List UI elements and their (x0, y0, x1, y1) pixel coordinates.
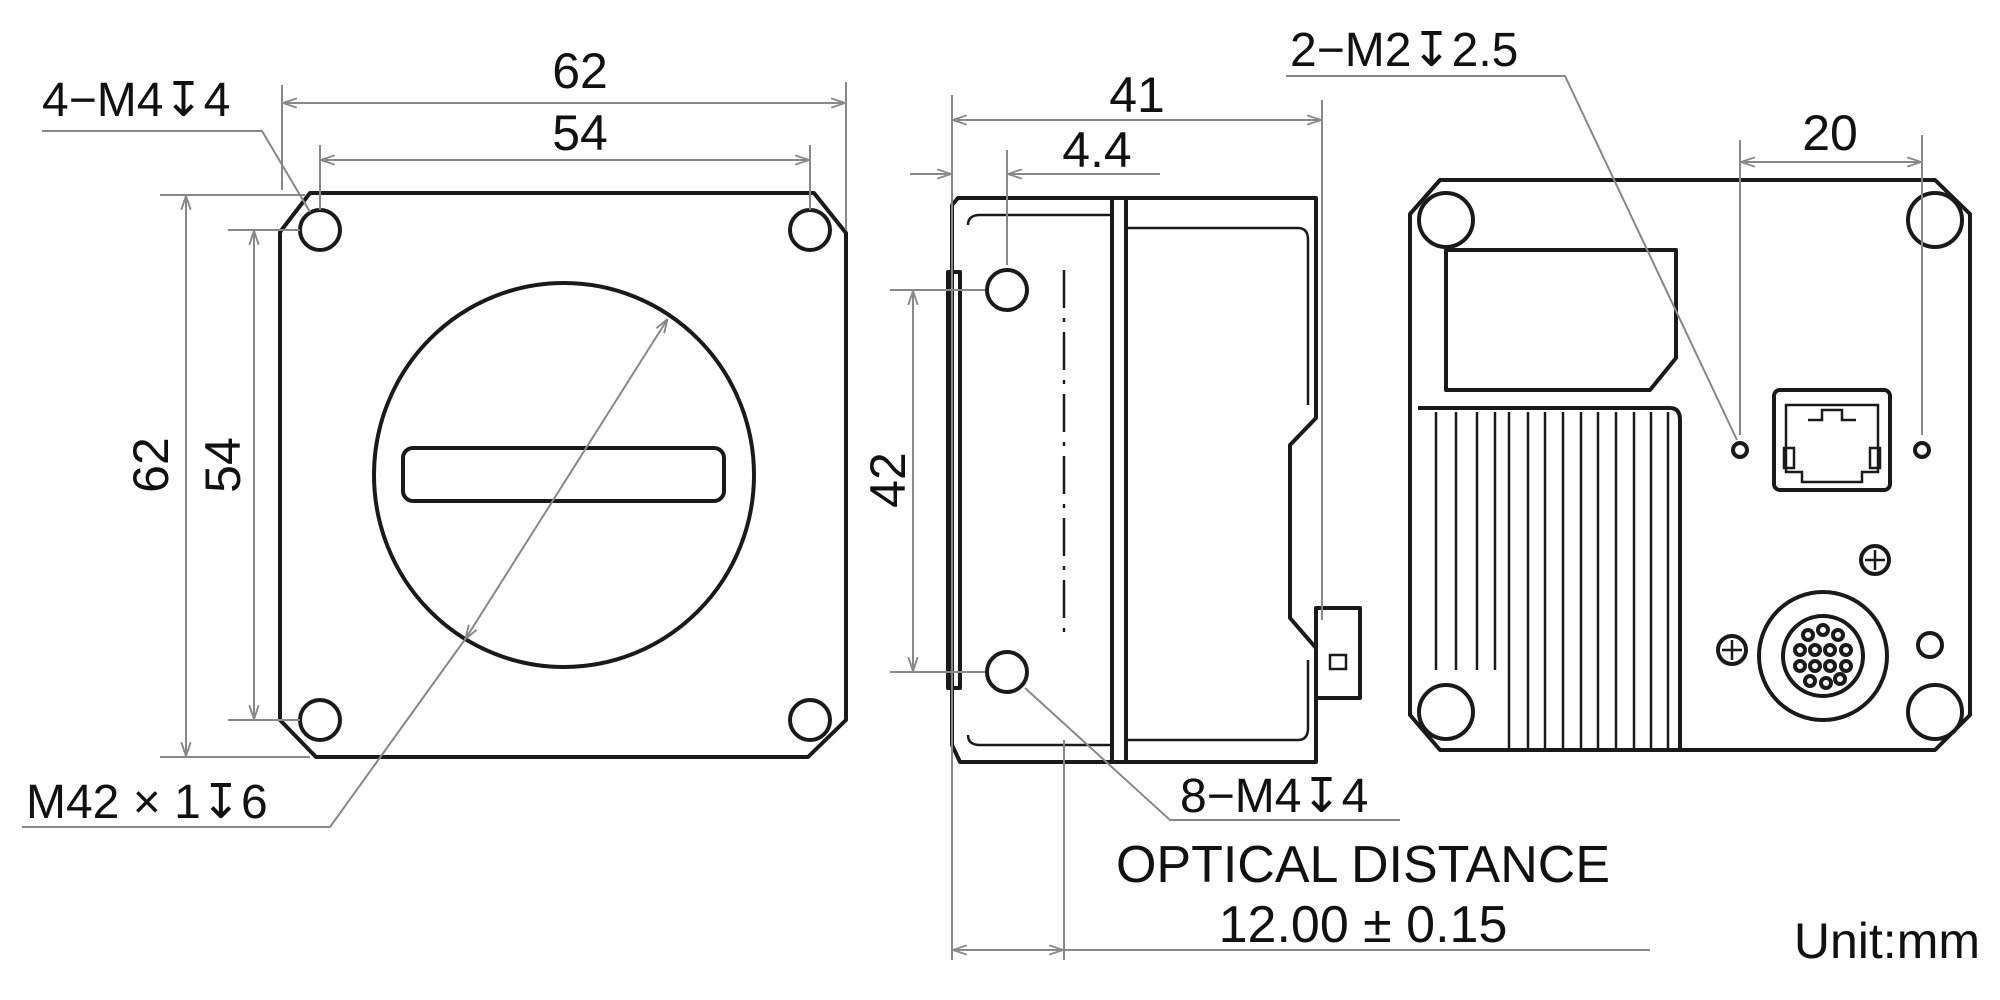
rear-corner-boss-br (1906, 683, 1964, 741)
side-mount-hole-bottom (985, 650, 1029, 694)
side-depth-label: 41 (1109, 67, 1165, 123)
rear-corner-boss-tl (1417, 191, 1475, 249)
side-hole-leader (1024, 687, 1400, 821)
front-width-label: 62 (552, 43, 608, 99)
side-flange-label: 4.4 (1062, 122, 1132, 178)
optical-distance-value: 12.00 ± 0.15 (1219, 896, 1508, 954)
front-hole-callout: 4−M4↧4 (42, 74, 230, 127)
io-connector-icon (1757, 590, 1889, 722)
front-mount-hole-br (788, 698, 832, 742)
lens-mount-circle (372, 281, 756, 669)
ethernet-port-icon (1772, 388, 1892, 492)
rear-hole-spacing-label: 20 (1802, 105, 1858, 161)
heat-sink-fins (1418, 406, 1682, 748)
mount-thread-callout: M42 × 1↧6 (26, 776, 268, 829)
front-height-label: 62 (123, 437, 179, 493)
rear-m2-hole-left (1731, 441, 1749, 459)
front-mount-hole-tr (788, 208, 832, 252)
side-flange-lip (946, 270, 962, 690)
side-connector (1314, 606, 1362, 700)
mount-leader (22, 637, 467, 828)
sensor-slot (401, 446, 726, 503)
front-hole-leader (42, 130, 311, 213)
side-hole-spacing-label: 42 (860, 452, 916, 508)
rear-corner-boss-tr (1906, 191, 1964, 249)
screw-icon-top (1859, 544, 1891, 576)
front-hole-width-label: 54 (552, 105, 608, 161)
front-mount-hole-tl (298, 208, 342, 252)
units-label: Unit:mm (1794, 913, 1980, 969)
rear-hole-callout: 2−M2↧2.5 (1290, 24, 1518, 77)
front-plate-outline (278, 191, 848, 759)
lens-diameter-dim-line (466, 320, 667, 638)
side-body-outline (1124, 196, 1318, 764)
front-view: 62 54 62 54 4−M4↧4 M42 × 1↧6 (22, 43, 848, 829)
rear-plate-outline (1408, 178, 1972, 752)
rear-m2-hole-right (1913, 441, 1931, 459)
side-flange-outline (950, 196, 1114, 764)
rear-label-area (1444, 248, 1678, 392)
side-hole-callout: 8−M4↧4 (1180, 770, 1368, 823)
rear-hole-leader (1286, 75, 1738, 441)
front-hole-height-label: 54 (195, 437, 251, 493)
front-mount-hole-bl (298, 698, 342, 742)
side-mount-hole-top (985, 268, 1029, 312)
optical-distance-title: OPTICAL DISTANCE (1116, 836, 1610, 894)
rear-led-indicator (1916, 631, 1944, 659)
side-view: 41 4.4 42 8−M4↧4 OPTICAL DISTANCE 12.00 … (860, 67, 1650, 960)
screw-icon-left (1716, 634, 1748, 666)
rear-view: 20 2−M2↧2.5 (1286, 24, 1972, 752)
rear-corner-boss-bl (1417, 683, 1475, 741)
